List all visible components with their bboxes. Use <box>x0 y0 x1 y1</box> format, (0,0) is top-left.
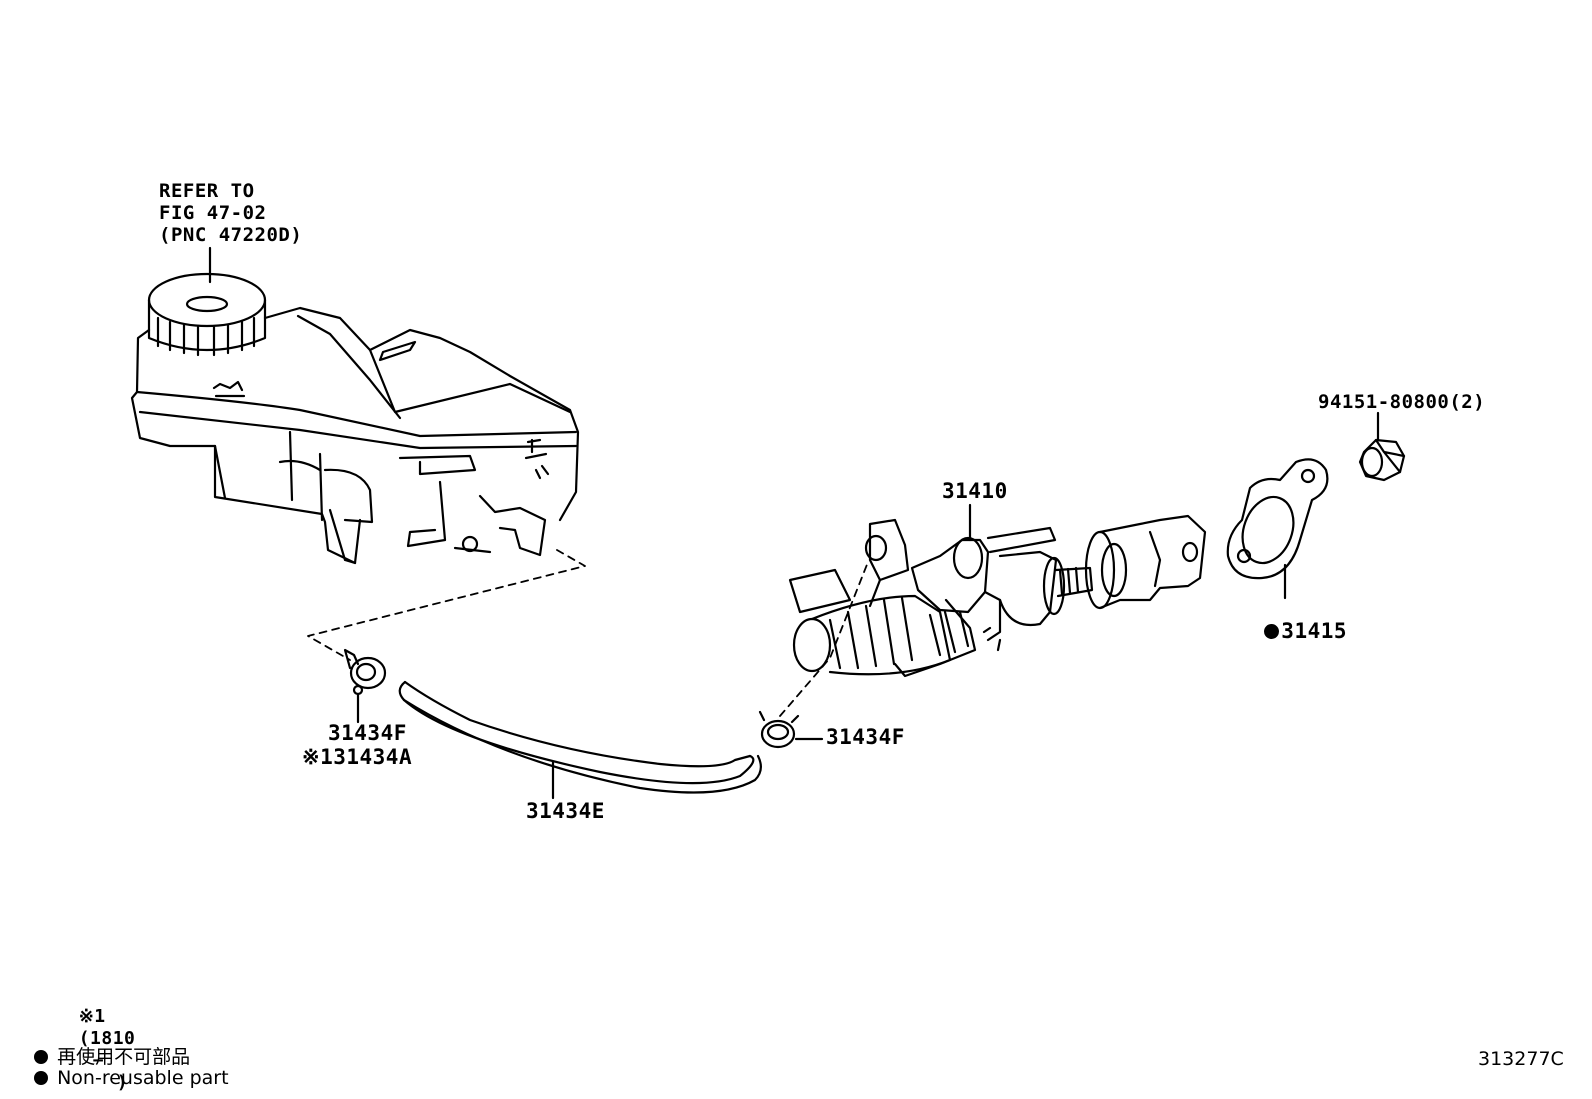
reservoir-note-line1: REFER TO <box>159 180 255 202</box>
hose-clamp-right <box>758 710 800 749</box>
footnote-range: ※1 (1810 − ) <box>56 984 135 1094</box>
part-label-gasket: 31415 <box>1281 619 1348 643</box>
reservoir-note-line3: (PNC 47220D) <box>159 224 303 246</box>
legend-english-row: Non-reusable part <box>22 1045 229 1089</box>
figure-code: 313277C <box>1478 1048 1564 1070</box>
legend-dot-icon <box>34 1071 49 1085</box>
gasket <box>1226 458 1329 580</box>
non-reusable-mark <box>1264 624 1280 639</box>
connection-dashed-line-right <box>779 561 869 717</box>
legend-dot-icon <box>34 1050 49 1064</box>
flange-nut <box>1358 438 1406 482</box>
connection-dashed-line-left <box>307 549 586 661</box>
part-label-gasket-row: 31415 <box>1238 598 1347 642</box>
part-label-clamp-left: 31434F <box>328 721 407 745</box>
legend-japanese: 再使用不可部品 <box>57 1046 191 1068</box>
footnote-range-open: (1810 <box>78 1028 136 1049</box>
part-label-clamp-right: 31434F <box>826 725 905 749</box>
legend-japanese-row: 再使用不可部品 <box>22 1020 190 1069</box>
hose-clamp-left <box>343 648 387 696</box>
clutch-master-cylinder <box>788 514 1207 678</box>
fluid-reservoir <box>130 246 580 565</box>
reservoir-hose <box>398 680 762 794</box>
part-label-clamp-left-alt: ※131434A <box>302 745 413 769</box>
part-label-nut: 94151-80800(2) <box>1318 391 1486 413</box>
part-label-hose: 31434E <box>526 799 605 823</box>
part-label-master-cylinder: 31410 <box>942 479 1008 503</box>
footnote-range-close: ) <box>116 1072 129 1093</box>
footnote-range-dash: − <box>92 1050 105 1071</box>
reservoir-note-line2: FIG 47-02 <box>159 202 267 224</box>
legend-english: Non-reusable part <box>57 1067 229 1089</box>
footnote-mark: ※1 <box>78 1006 106 1027</box>
